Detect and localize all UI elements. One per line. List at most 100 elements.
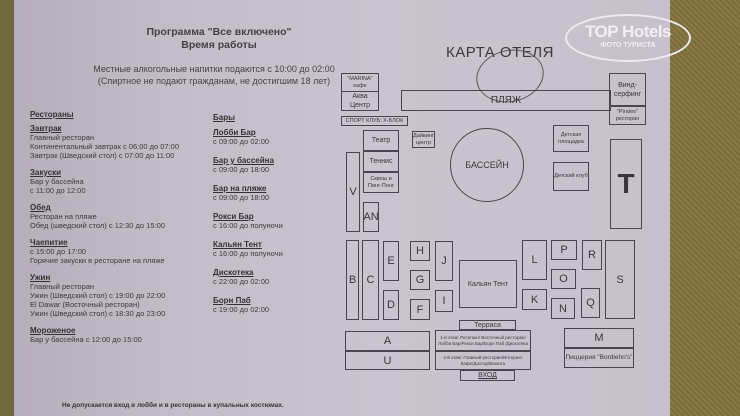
section-line: Континентальный завтрак с 06:00 до 07:00 <box>30 142 180 151</box>
entrance: ВХОД <box>460 370 515 381</box>
bar-name: Бар у бассейна <box>213 156 274 165</box>
section-title: Мороженое <box>30 326 76 335</box>
footer-note: Не допускается вход в лобби и в ресторан… <box>62 402 284 409</box>
block-f: F <box>410 299 430 320</box>
section-snacks: Закуски Бар у бассейна с 11:00 до 12:00 <box>30 168 220 195</box>
bar-hours: с 09:00 до 02:00 <box>213 137 270 146</box>
bar-hours: с 19:00 до 02:00 <box>213 305 270 314</box>
bar-hours: с 16:00 до полуночи <box>213 249 283 258</box>
bar-name: Рокси Бар <box>213 212 254 221</box>
diving-center: Дайвинг центр <box>412 131 435 148</box>
section-lunch: Обед Ресторан на пляже Обед (шведский ст… <box>30 203 220 230</box>
section-icecream: Мороженое Бар у бассейна с 12:00 до 15:0… <box>30 326 220 344</box>
section-line: Бар у бассейна <box>30 177 84 186</box>
section-title: Закуски <box>30 168 62 177</box>
block-g: G <box>410 270 430 290</box>
section-line: Ресторан на пляже <box>30 212 97 221</box>
section-title: Чаепитие <box>30 238 68 247</box>
block-l: L <box>522 240 547 280</box>
section-line: Обед (шведский стол) с 12:30 до 15:00 <box>30 221 165 230</box>
pirates-restaurant: "Pirates" ресторан <box>609 106 646 125</box>
restaurants-column: Рестораны Завтрак Главный ресторан Конти… <box>30 110 220 344</box>
block-t: T <box>610 139 642 229</box>
doc-title: Программа "Все включено" <box>146 26 292 38</box>
bar-name: Дискотека <box>213 268 254 277</box>
block-an: AN <box>363 202 379 232</box>
block-o: O <box>551 269 576 289</box>
section-line: Бар у бассейна с 12:00 до 15:00 <box>30 335 142 344</box>
section-line: Главный ресторан <box>30 282 95 291</box>
section-line: Ужин (Шведский стол) с 19:00 до 22:00 <box>30 291 166 300</box>
pool: БАССЕЙН <box>450 128 524 202</box>
block-n: N <box>551 298 575 319</box>
block-r: R <box>582 240 602 270</box>
section-line: Главный ресторан <box>30 133 95 142</box>
bar-hours: с 09:00 до 18:00 <box>213 165 270 174</box>
block-h: H <box>410 241 430 261</box>
watermark-brand: TOP Hotels <box>584 22 672 41</box>
block-m: M <box>564 328 634 348</box>
marina-cafe: "MARINA" кафе <box>341 73 379 92</box>
alcohol-note: Местные алкогольные напитки подаются с 1… <box>93 64 335 74</box>
age-note: (Спиртное не подают гражданам, не достиг… <box>97 76 331 86</box>
section-line: Завтрак (Шведский стол) с 07:00 до 11:00 <box>30 151 175 160</box>
floor1-info: 1-й этаж: Ресепшн/ Восточный ресторан/ Л… <box>435 330 531 351</box>
kids-playground: Детская площадка <box>553 125 589 152</box>
block-e: E <box>383 241 399 281</box>
block-k: K <box>522 289 547 310</box>
section-dinner: Ужин Главный ресторан Ужин (Шведский сто… <box>30 273 220 318</box>
pizzeria: Пиццерия "Bordiehn's" <box>564 348 634 368</box>
restaurants-heading: Рестораны <box>30 110 74 119</box>
block-s: S <box>605 240 635 319</box>
bar-name: Лобби Бар <box>213 128 256 137</box>
bar-hours: с 16:00 до полуночи <box>213 221 283 230</box>
sport-club: СПОРТ КЛУБ: X-БЛОК <box>341 116 408 126</box>
block-p: P <box>551 240 577 260</box>
block-q: Q <box>581 288 600 318</box>
theatre: Театр <box>363 130 399 151</box>
section-line: с 11:00 до 12:00 <box>30 186 86 195</box>
section-line: Горячие закуски в ресторане на пляже <box>30 256 165 265</box>
block-c: C <box>362 240 379 320</box>
section-title: Обед <box>30 203 51 212</box>
squash-pingpong: Сквош и Пинг-Понг <box>363 172 399 193</box>
block-j: J <box>435 241 453 281</box>
bar-name: Кальян Тент <box>213 240 262 249</box>
section-line: Ужин (Шведский стол) с 18:30 до 23:00 <box>30 309 166 318</box>
tophotels-watermark: TOP Hotels ФОТО ТУРИСТА <box>565 14 691 62</box>
bar-name: Борн Паб <box>213 296 251 305</box>
block-v: V <box>346 152 360 232</box>
section-breakfast: Завтрак Главный ресторан Континентальный… <box>30 124 220 160</box>
bar-hours: с 09:00 до 18:00 <box>213 193 270 202</box>
bar-hours: с 22:00 до 02:00 <box>213 277 270 286</box>
block-a: A <box>345 331 430 351</box>
terrace: Терраса <box>459 320 516 330</box>
section-line: с 15:00 до 17:00 <box>30 247 87 256</box>
bars-heading: Бары <box>213 113 235 122</box>
watermark-subtitle: ФОТО ТУРИСТА <box>600 42 656 49</box>
hookah-tent: Кальян Тент <box>459 260 517 308</box>
block-i: I <box>435 290 453 312</box>
section-title: Ужин <box>30 273 51 282</box>
section-title: Завтрак <box>30 124 62 133</box>
bar-name: Бар на пляже <box>213 184 267 193</box>
section-line: El Dawar (Восточный ресторан) <box>30 300 140 309</box>
kids-club: Детский клуб <box>553 162 589 191</box>
document-sheet: Программа "Все включено" Время работы Ме… <box>14 0 670 416</box>
block-d: D <box>383 290 399 320</box>
floor2-info: 2-й этаж: Главный ресторан/Интернет Кафе… <box>435 351 531 370</box>
windsurfing: Винд-серфинг <box>609 73 646 106</box>
map-title: КАРТА ОТЕЛЯ <box>446 44 554 61</box>
beach: ПЛЯЖ <box>401 90 611 111</box>
aqua-center: Аква Центр <box>341 91 379 111</box>
doc-subtitle: Время работы <box>181 39 257 51</box>
block-b: B <box>346 240 359 320</box>
